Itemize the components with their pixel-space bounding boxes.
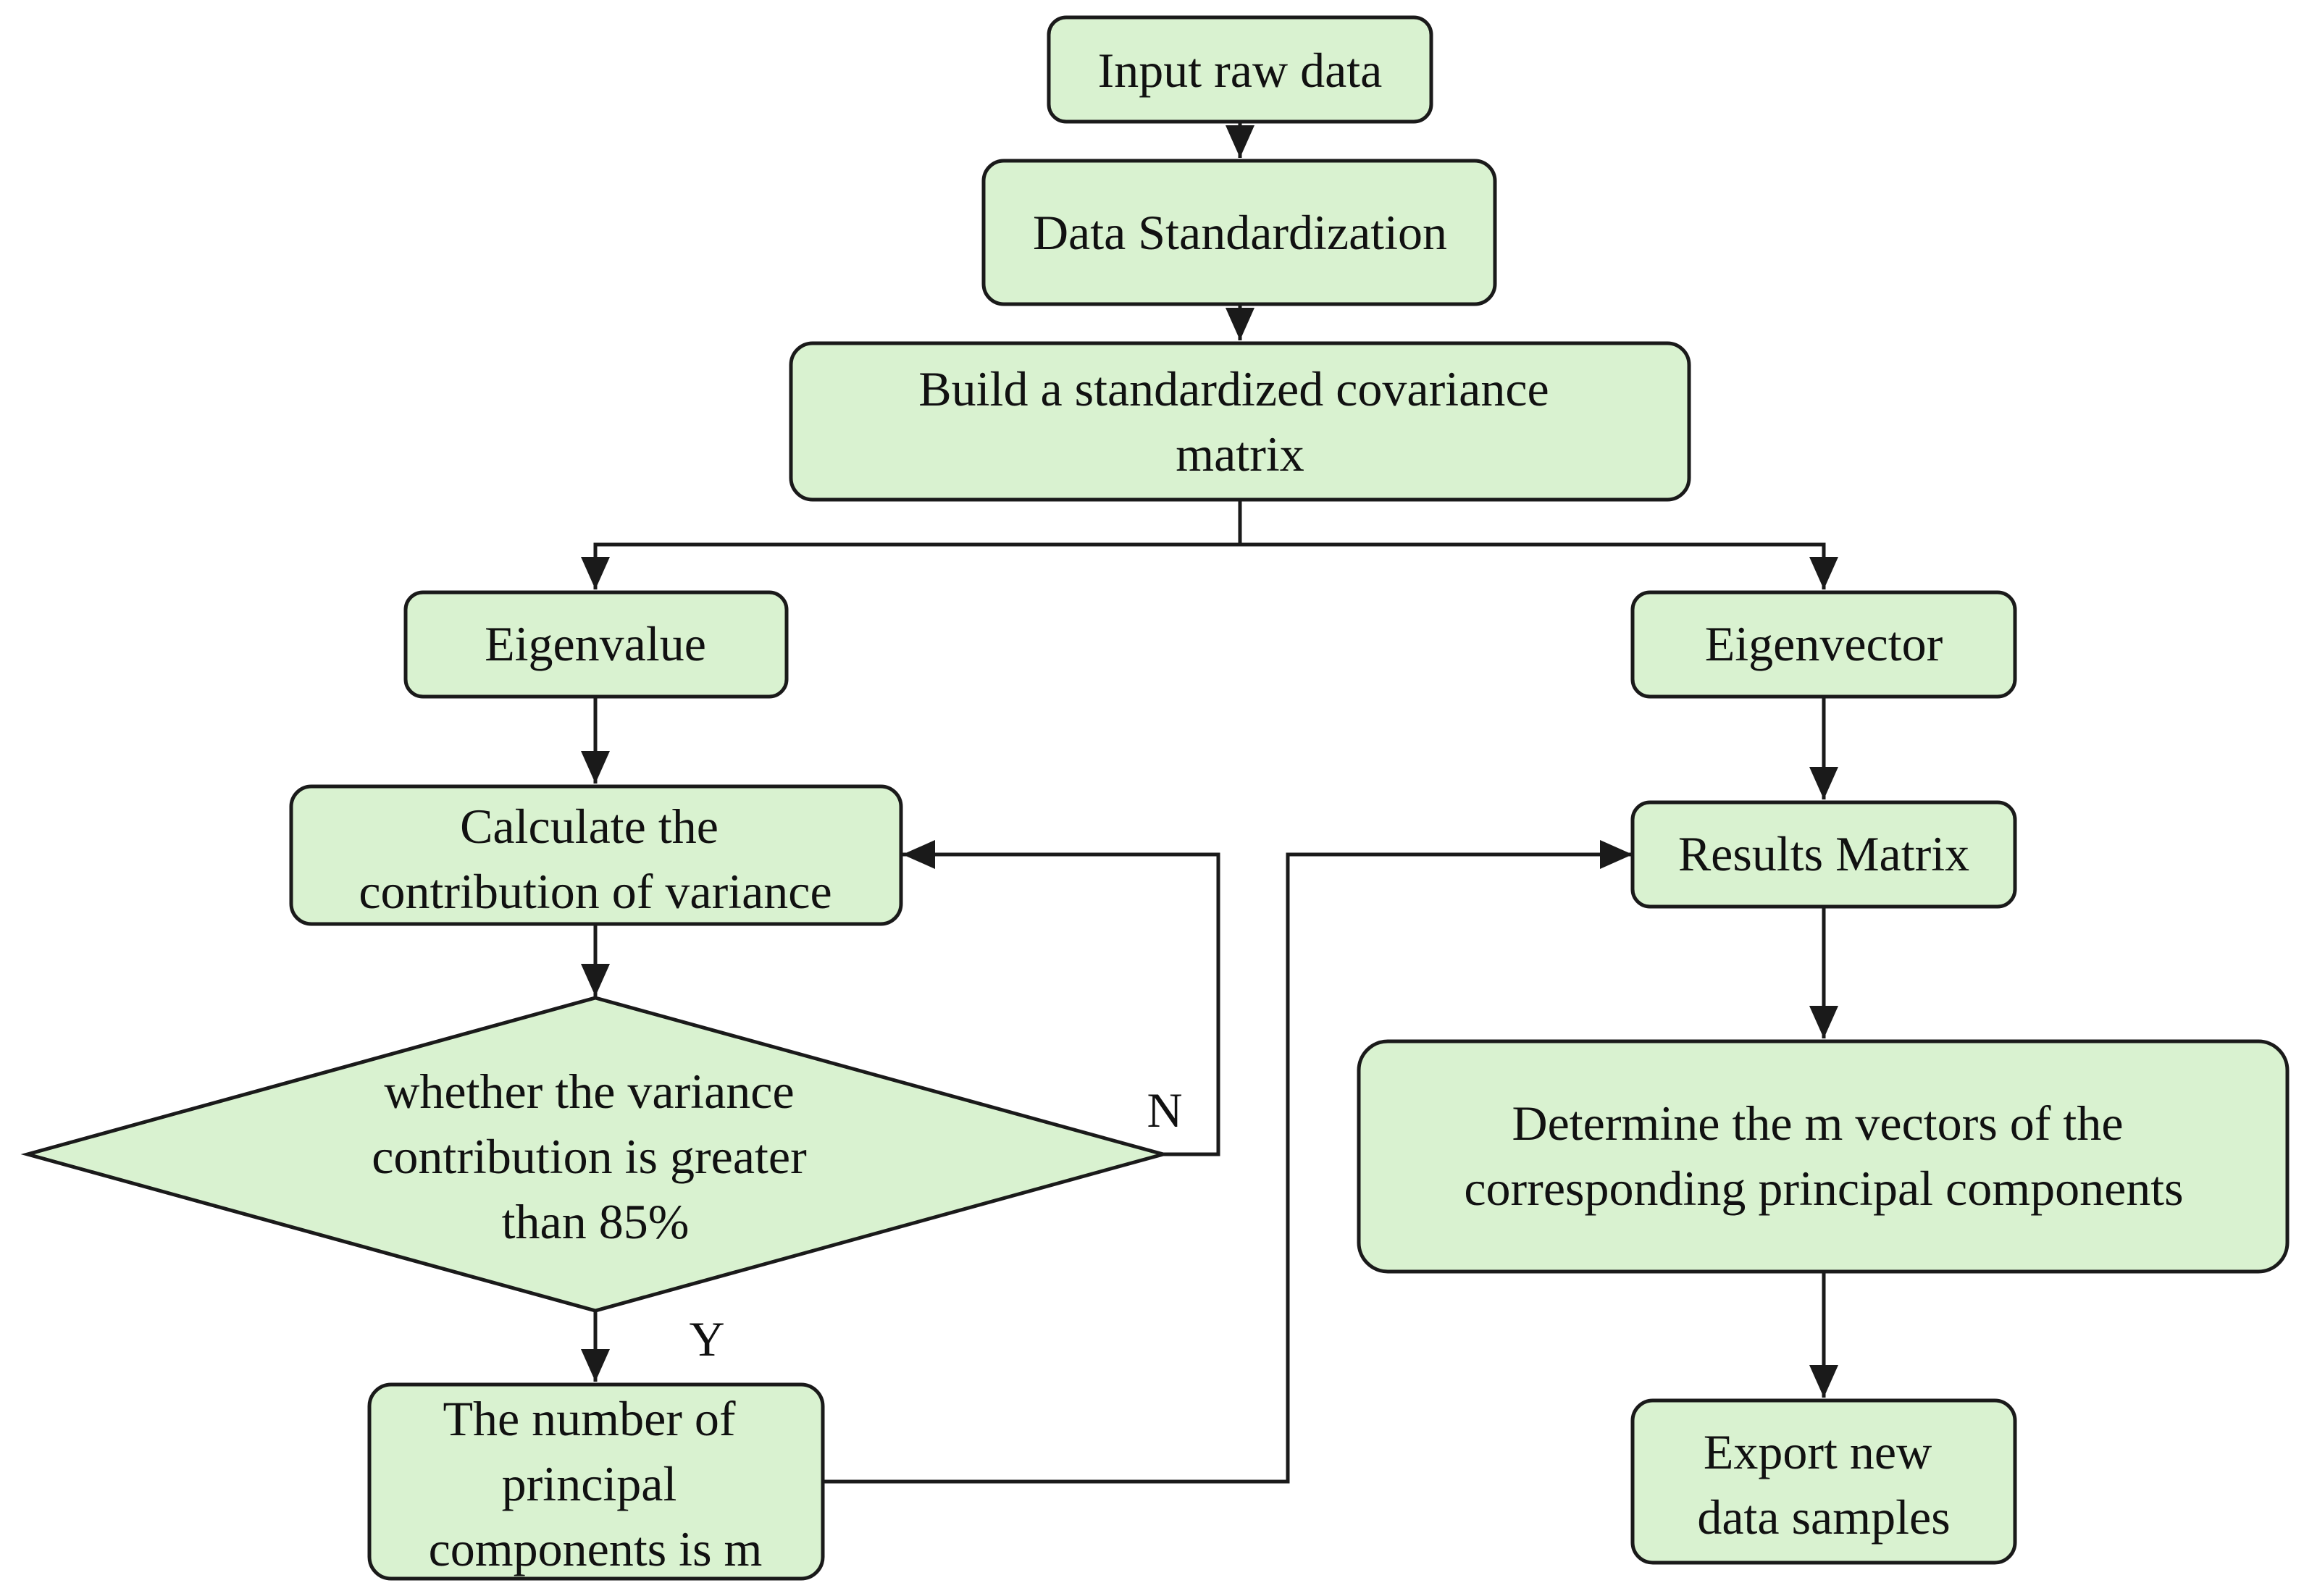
decision-yes-label: Y	[689, 1311, 724, 1366]
calculate-contribution-box	[289, 784, 903, 926]
decision-no-label: N	[1147, 1083, 1182, 1138]
export-samples-label: Export new data samples	[1697, 1424, 1950, 1545]
determine-vectors-label: Determine the m vectors of the correspon…	[1464, 1096, 2183, 1216]
number-of-components-box	[367, 1382, 825, 1581]
data-standardization-label: Data Standardization	[1033, 205, 1447, 260]
arrow-split-to-eigenvalue	[581, 542, 1240, 589]
eigenvalue-box	[403, 590, 789, 699]
build-covariance-label: Build a standardized covariance matrix	[918, 361, 1561, 482]
results-matrix-box	[1630, 800, 2017, 909]
results-matrix-label: Results Matrix	[1678, 826, 1969, 881]
eigenvector-box	[1630, 590, 2017, 699]
variance-decision-diamond	[20, 996, 1170, 1313]
build-covariance-box	[789, 341, 1691, 502]
calculate-contribution-label: Calculate the contribution of variance	[359, 799, 831, 919]
determine-vectors-box	[1357, 1039, 2290, 1274]
eigenvalue-label: Eigenvalue	[485, 616, 706, 671]
data-standardization-box	[981, 159, 1497, 306]
arrow-split-to-eigenvector	[1240, 542, 1838, 589]
eigenvector-label: Eigenvector	[1705, 616, 1943, 671]
input-raw-data-label: Input raw data	[1098, 43, 1383, 98]
export-samples-box	[1630, 1398, 2017, 1565]
input-raw-data-box	[1047, 15, 1433, 124]
number-of-components-label: The number of principal components is m	[429, 1391, 763, 1576]
arrow-number-to-results	[823, 840, 1633, 1484]
variance-decision-label: whether the variance contribution is gre…	[372, 1064, 818, 1249]
arrow-decision-no-loop	[902, 840, 1220, 1156]
